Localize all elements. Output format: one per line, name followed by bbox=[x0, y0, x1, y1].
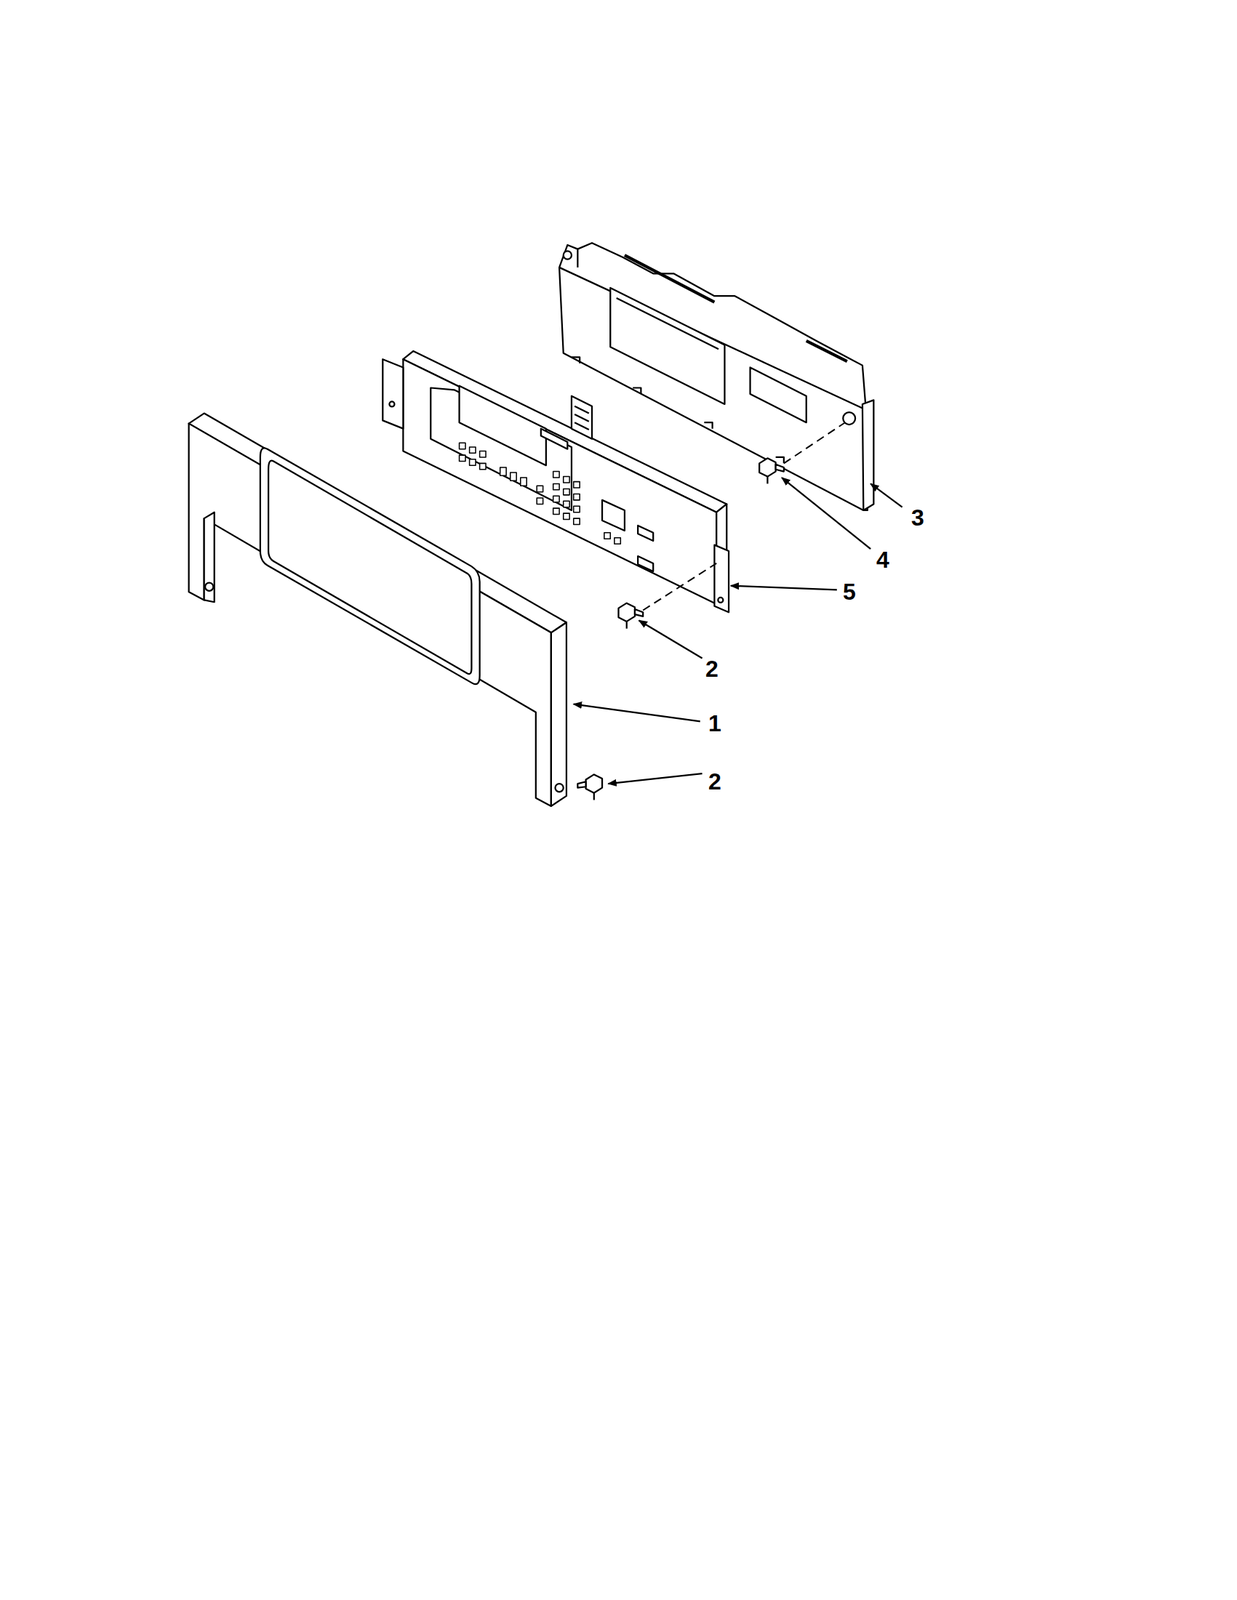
front-cover bbox=[189, 413, 567, 807]
callout-number: 3 bbox=[911, 506, 925, 530]
screw bbox=[618, 603, 644, 630]
alignment-line bbox=[642, 422, 846, 611]
screw bbox=[759, 458, 784, 484]
leader-arrow bbox=[573, 477, 903, 784]
callout-number: 4 bbox=[876, 548, 890, 572]
callout-number: 5 bbox=[842, 580, 856, 604]
callout-number: 1 bbox=[708, 711, 722, 736]
callout-number: 2 bbox=[708, 770, 722, 794]
keypad-buttons bbox=[459, 442, 622, 544]
callout-number: 2 bbox=[705, 657, 719, 681]
screw bbox=[577, 774, 603, 800]
